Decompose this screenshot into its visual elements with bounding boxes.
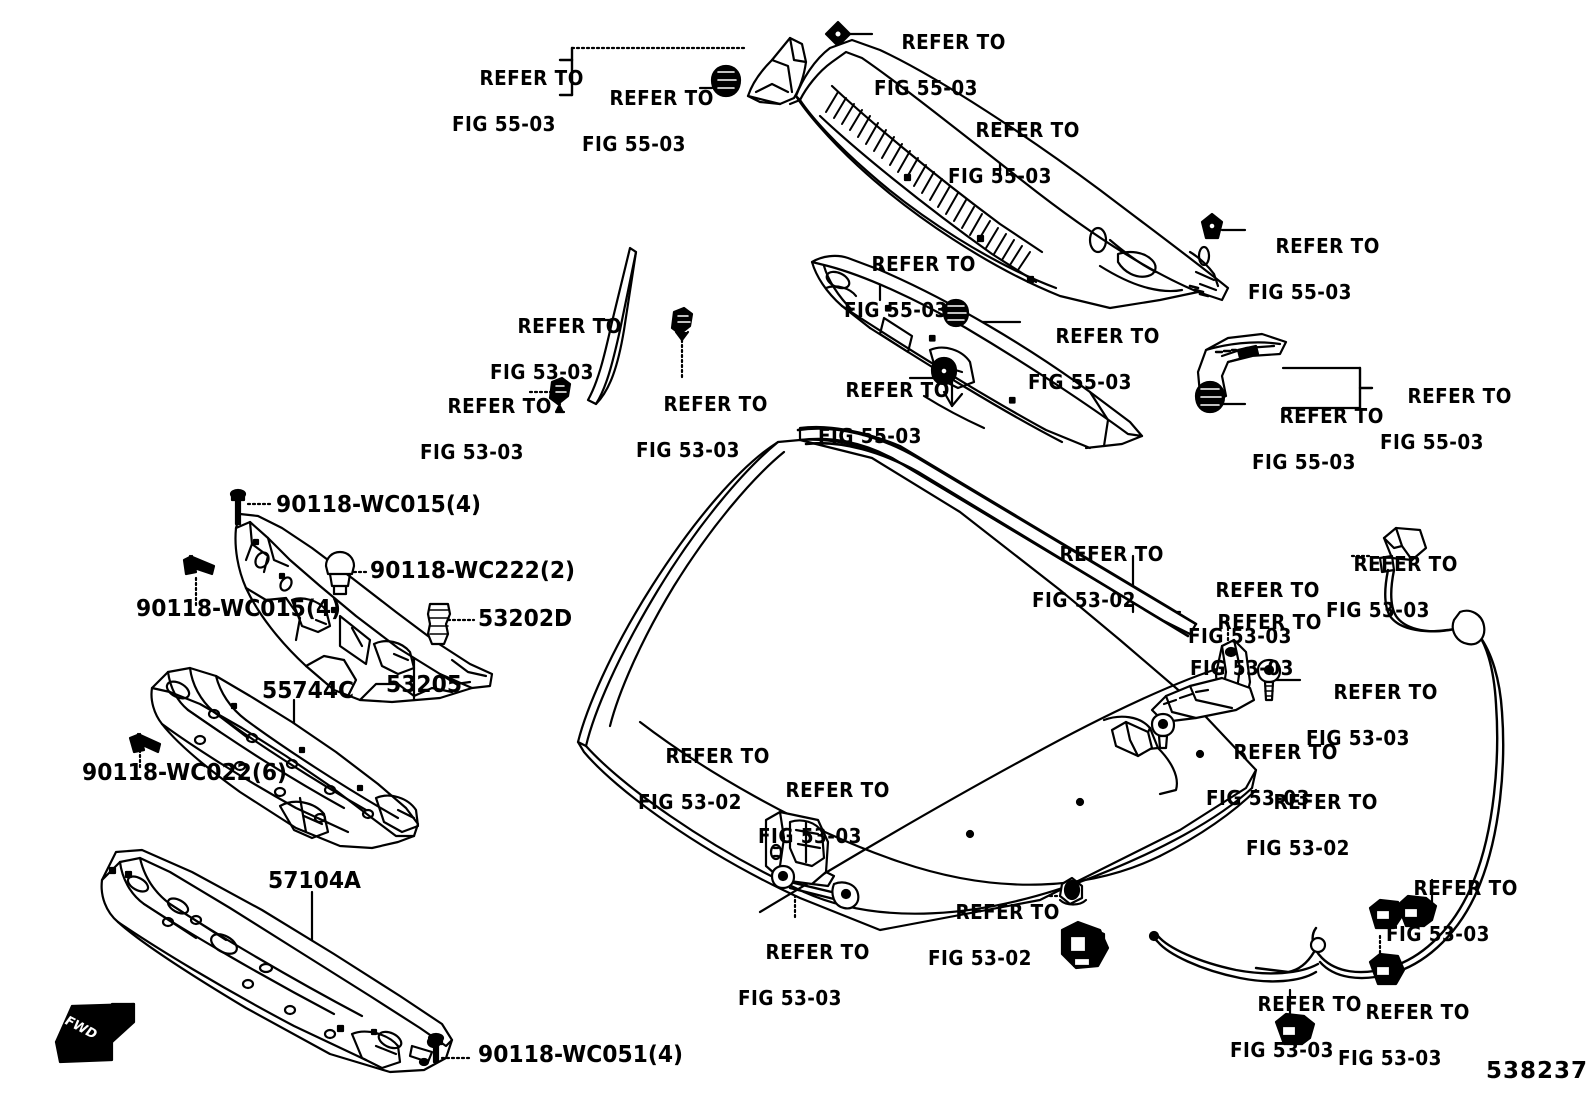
- refer-label-r26: REFER TO FIG 53-03: [1338, 1000, 1470, 1070]
- part-number-90118-wc015-left: 90118-WC015(4): [136, 596, 342, 622]
- part-number-90118-wc222: 90118-WC222(2): [370, 558, 576, 584]
- refer-label-r21: REFER TO FIG 53-03: [758, 778, 890, 848]
- refer-label-r02: REFER TO FIG 55-03: [582, 86, 714, 156]
- refer-label-r07: REFER TO FIG 55-03: [1028, 324, 1160, 394]
- part-number-57104a: 57104A: [268, 868, 361, 894]
- part-number-55744c: 55744C: [262, 678, 355, 704]
- refer-label-r08: REFER TO FIG 55-03: [818, 378, 950, 448]
- part-number-53205: 53205: [386, 672, 463, 698]
- refer-label-r05: REFER TO FIG 55-03: [1248, 234, 1380, 304]
- refer-label-r15: REFER TO FIG 53-03: [1326, 552, 1458, 622]
- refer-label-r01: REFER TO FIG 55-03: [452, 66, 584, 136]
- refer-label-r22: REFER TO FIG 53-03: [738, 940, 870, 1010]
- refer-label-r18: REFER TO FIG 53-03: [1206, 740, 1338, 810]
- refer-label-r13: REFER TO FIG 53-03: [636, 392, 768, 462]
- diagram-id: 538237: [1486, 1058, 1589, 1084]
- refer-label-r25: REFER TO FIG 53-03: [1230, 992, 1362, 1062]
- refer-label-r09: REFER TO FIG 55-03: [1380, 384, 1512, 454]
- refer-label-r19: REFER TO FIG 53-02: [1246, 790, 1378, 860]
- refer-label-r27: REFER TO FIG 53-03: [1188, 578, 1320, 648]
- refer-label-r12: REFER TO FIG 53-03: [420, 394, 552, 464]
- refer-label-r14: REFER TO FIG 53-02: [1032, 542, 1164, 612]
- refer-label-r24: REFER TO FIG 53-03: [1386, 876, 1518, 946]
- refer-label-r03: REFER TO FIG 55-03: [874, 30, 1006, 100]
- refer-label-r06: REFER TO FIG 55-03: [844, 252, 976, 322]
- refer-label-r23: REFER TO FIG 53-02: [928, 900, 1060, 970]
- part-number-90118-wc022: 90118-WC022(6): [82, 760, 288, 786]
- refer-label-r11: REFER TO FIG 53-03: [490, 314, 622, 384]
- part-number-53202d: 53202D: [478, 606, 573, 632]
- refer-label-r17: REFER TO FIG 53-03: [1306, 680, 1438, 750]
- refer-label-r04: REFER TO FIG 55-03: [948, 118, 1080, 188]
- part-number-90118-wc051: 90118-WC051(4): [478, 1042, 684, 1068]
- part-number-90118-wc015-top: 90118-WC015(4): [276, 492, 482, 518]
- refer-label-r16: REFER TO FIG 53-03: [1190, 610, 1322, 680]
- refer-label-r20: REFER TO FIG 53-02: [638, 744, 770, 814]
- refer-label-r10: REFER TO FIG 55-03: [1252, 404, 1384, 474]
